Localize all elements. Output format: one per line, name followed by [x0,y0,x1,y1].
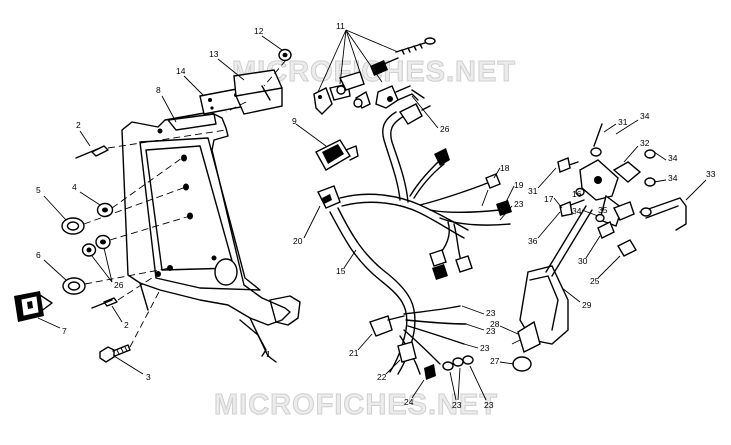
screw-2-lower [91,297,118,309]
callout-34c: 34 [668,173,678,183]
callout-32: 32 [640,138,650,148]
callout-6: 6 [36,250,41,260]
callout-12: 12 [254,26,264,36]
callout-23d: 23 [480,343,490,353]
callout-23e: 23 [452,400,462,410]
callout-31a: 31 [618,117,628,127]
callout-20: 20 [293,236,303,246]
callout-25: 25 [590,276,600,286]
plug-7 [14,291,53,322]
callout-21: 21 [349,348,359,358]
callout-2a: 2 [76,120,81,130]
callout-3: 3 [146,372,151,382]
callout-8: 8 [156,85,161,95]
callout-1: 1 [266,349,271,359]
callout-23f: 23 [484,400,494,410]
callout-13: 13 [209,49,219,59]
callout-23b: 23 [486,308,496,318]
ring-6 [62,277,86,295]
callout-26a: 26 [114,280,124,290]
nut-12 [278,48,292,62]
switch-assembly-11 [313,37,436,115]
callout-4: 4 [72,182,77,192]
callout-5: 5 [36,185,41,195]
callout-14: 14 [176,66,186,76]
callout-2b: 2 [124,320,129,330]
callout-23c: 23 [486,326,496,336]
callout-23a: 23 [514,199,524,209]
callout-35: 35 [598,205,608,215]
instrument-bracket [121,111,301,363]
callout-7: 7 [62,326,67,336]
callout-26b: 26 [440,124,450,134]
callout-18: 18 [500,163,510,173]
callout-36: 36 [528,236,538,246]
callout-29: 29 [582,300,592,310]
callout-11: 11 [336,21,345,31]
throttle-lever-29 [511,205,593,372]
callout-24: 24 [404,397,414,407]
callout-34d: 34 [572,206,582,216]
callout-28: 28 [490,319,500,329]
callout-9: 9 [292,116,297,126]
callout-27: 27 [490,356,500,366]
callout-30: 30 [578,256,588,266]
callout-22: 22 [377,372,387,382]
callout-labels: 1 2 2 3 4 5 6 7 8 9 11 12 13 14 15 16 17… [36,21,716,410]
callout-33: 33 [706,169,716,179]
bolt-3 [99,344,131,363]
callout-34b: 34 [668,153,678,163]
nut-26-left [81,234,111,257]
callout-34a: 34 [640,111,650,121]
bracket-linkage [557,123,687,257]
watermark-bottom: MICROFICHES.NET [214,389,498,421]
callout-17: 17 [544,194,554,204]
callout-15: 15 [336,266,346,276]
callout-19: 19 [514,180,524,190]
callout-31b: 31 [528,186,538,196]
wire-harness-15 [317,103,512,380]
callout-16: 16 [572,189,582,199]
sensor-9 [295,123,359,171]
cap-13 [233,69,283,115]
screw-2-upper [75,145,109,159]
ring-5 [61,217,85,235]
